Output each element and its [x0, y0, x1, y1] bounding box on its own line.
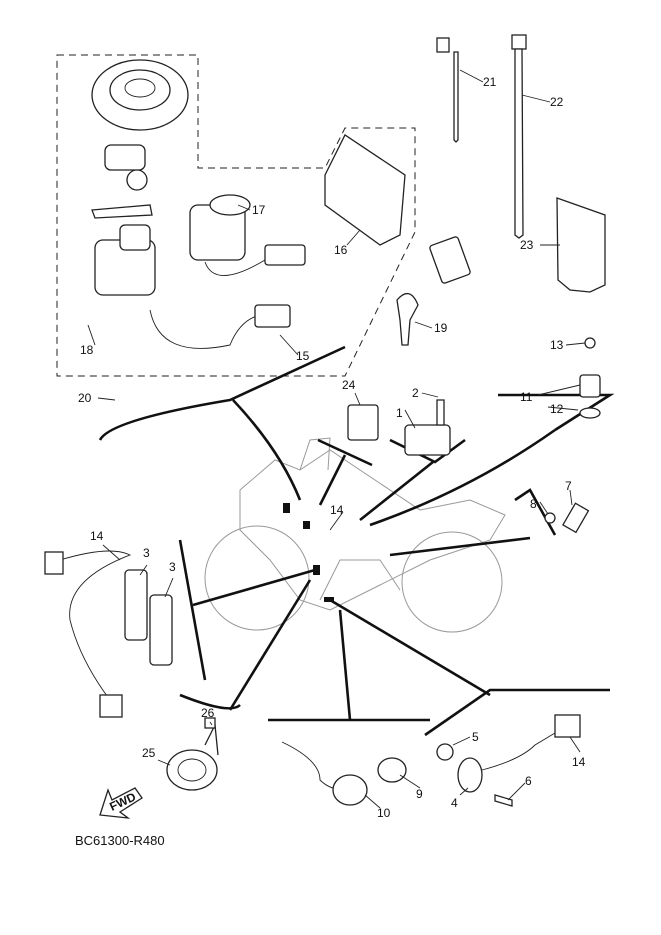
callout-26: 26 — [201, 706, 215, 720]
fuel-cap — [91, 59, 189, 131]
plate-23 — [556, 197, 606, 293]
leader-lines — [87, 69, 586, 809]
callout-1: 1 — [396, 406, 403, 420]
callout-6: 6 — [525, 774, 532, 788]
callout-11: 11 — [520, 390, 533, 404]
assembly-boundary — [56, 54, 416, 377]
callout-24: 24 — [342, 378, 356, 392]
harness-14-left — [44, 550, 173, 718]
lock-cylinder — [104, 144, 148, 191]
callout-3-second: 3 — [169, 560, 176, 574]
sensor-10 — [281, 741, 407, 806]
callout-18: 18 — [80, 343, 94, 357]
sensor-4 — [436, 714, 581, 807]
horn-25 — [166, 717, 219, 791]
callout-14-left: 14 — [90, 529, 104, 543]
callout-2: 2 — [412, 386, 419, 400]
diagram-code: BC61300-R480 — [75, 833, 165, 848]
callout-23: 23 — [520, 238, 534, 252]
callout-22: 22 — [550, 95, 564, 109]
callout-15: 15 — [296, 349, 310, 363]
callout-14-right: 14 — [572, 755, 586, 769]
callout-labels: 21 22 23 17 16 19 15 18 20 24 2 1 13 11 … — [78, 75, 586, 820]
callout-10: 10 — [377, 806, 391, 820]
callout-9: 9 — [416, 787, 423, 801]
main-switch — [94, 224, 291, 349]
motorcycle-outline — [204, 437, 506, 633]
cable-tie-21 — [436, 37, 459, 143]
relay-24 — [347, 404, 379, 441]
sensor-7 — [544, 502, 590, 534]
ignition-coil-17 — [189, 194, 306, 276]
callout-14-center: 14 — [330, 503, 344, 517]
callout-4: 4 — [451, 796, 458, 810]
fwd-arrow-icon: FWD — [99, 787, 143, 819]
callout-16: 16 — [334, 243, 348, 257]
callout-20: 20 — [78, 391, 92, 405]
sensor-1 — [404, 399, 451, 456]
cable-tie-22 — [511, 34, 527, 239]
callout-25: 25 — [142, 746, 156, 760]
sensor-11 — [579, 337, 601, 419]
callout-17: 17 — [252, 203, 266, 217]
callout-8: 8 — [530, 497, 537, 511]
callout-21: 21 — [483, 75, 497, 89]
callout-13: 13 — [550, 338, 564, 352]
ecu-16 — [324, 134, 471, 284]
callout-19: 19 — [434, 321, 448, 335]
callout-7: 7 — [565, 479, 572, 493]
callout-3-first: 3 — [143, 546, 150, 560]
callout-12: 12 — [550, 402, 564, 416]
key-blank-19 — [396, 293, 419, 346]
key — [91, 204, 153, 219]
callout-5: 5 — [472, 730, 479, 744]
